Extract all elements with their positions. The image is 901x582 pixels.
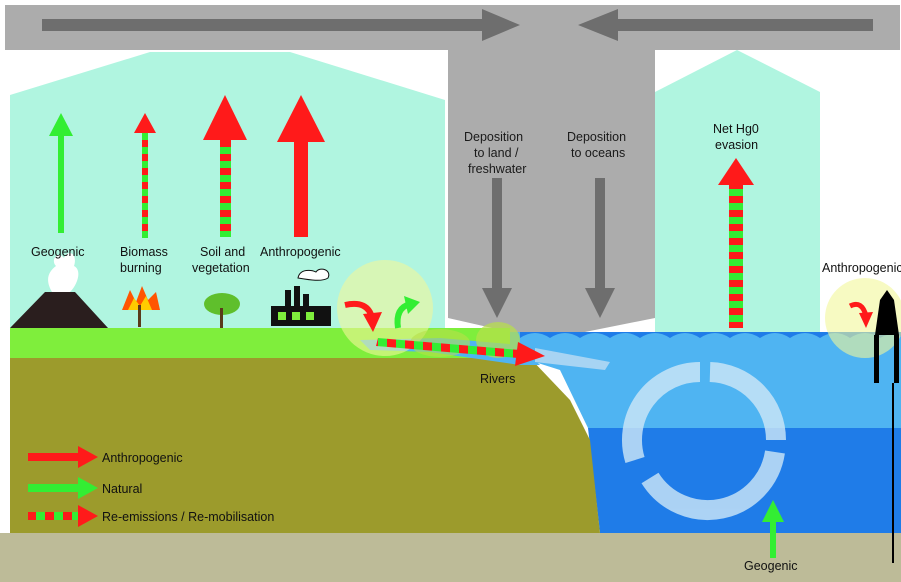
biomass-arrow (134, 113, 156, 238)
label-deposition-land-1: Deposition (464, 130, 523, 144)
ocean-waves (520, 332, 901, 338)
net-hg0-evasion-arrow (718, 158, 754, 328)
label-net-hg0-1: Net Hg0 (713, 122, 759, 136)
anthropogenic-arrow (277, 95, 325, 237)
oil-rig-icon (874, 290, 899, 563)
soil-vegetation-arrow (203, 95, 247, 237)
factory-icon (271, 268, 331, 326)
deposition-land-arrow (482, 178, 512, 318)
atmospheric-transport-band (5, 5, 900, 340)
label-rivers: Rivers (480, 372, 515, 386)
legend-anthropogenic-label: Anthropogenic (102, 451, 183, 465)
re-emission-glow-land (337, 260, 433, 356)
label-soil-2: vegetation (192, 261, 250, 275)
label-soil-1: Soil and (200, 245, 245, 259)
geogenic-ocean-arrow (762, 500, 784, 558)
transport-arrow-right (42, 9, 520, 41)
label-deposition-ocean-1: Deposition (567, 130, 626, 144)
tree-icon (204, 293, 240, 328)
label-deposition-land-3: freshwater (468, 162, 526, 176)
legend-natural-swatch (28, 477, 98, 499)
wildfire-tree-icon (122, 286, 160, 327)
label-anthropogenic: Anthropogenic (260, 245, 341, 259)
label-geogenic: Geogenic (31, 245, 85, 259)
label-biomass-1: Biomass (120, 245, 168, 259)
legend-mixed-swatch (28, 505, 98, 527)
river-arrow (376, 338, 545, 366)
river-plume (535, 348, 610, 370)
legend-natural-label: Natural (102, 482, 142, 496)
transport-arrow-left (578, 9, 873, 41)
legend-mixed-label: Re-emissions / Re-mobilisation (102, 510, 274, 524)
label-biomass-2: burning (120, 261, 162, 275)
geogenic-arrow (49, 113, 73, 233)
legend: Anthropogenic Natural Re-emissions / Re-… (28, 446, 274, 527)
label-deposition-land-2: to land / (474, 146, 519, 160)
re-emission-curved-arrows-land (344, 296, 420, 332)
deposition-ocean-arrow (585, 178, 615, 318)
label-geogenic-bottom: Geogenic (744, 559, 798, 573)
label-anthropogenic-right: Anthropogenic (822, 261, 901, 275)
legend-anthropogenic-swatch (28, 446, 98, 468)
re-emission-curved-arrow-ocean (848, 301, 873, 328)
label-deposition-ocean-2: to oceans (571, 146, 625, 160)
bedrock (0, 533, 901, 582)
ocean-circulation-ring (622, 362, 786, 521)
land-sediment (10, 358, 600, 533)
volcano-icon (10, 252, 108, 328)
label-net-hg0-2: evasion (715, 138, 758, 152)
